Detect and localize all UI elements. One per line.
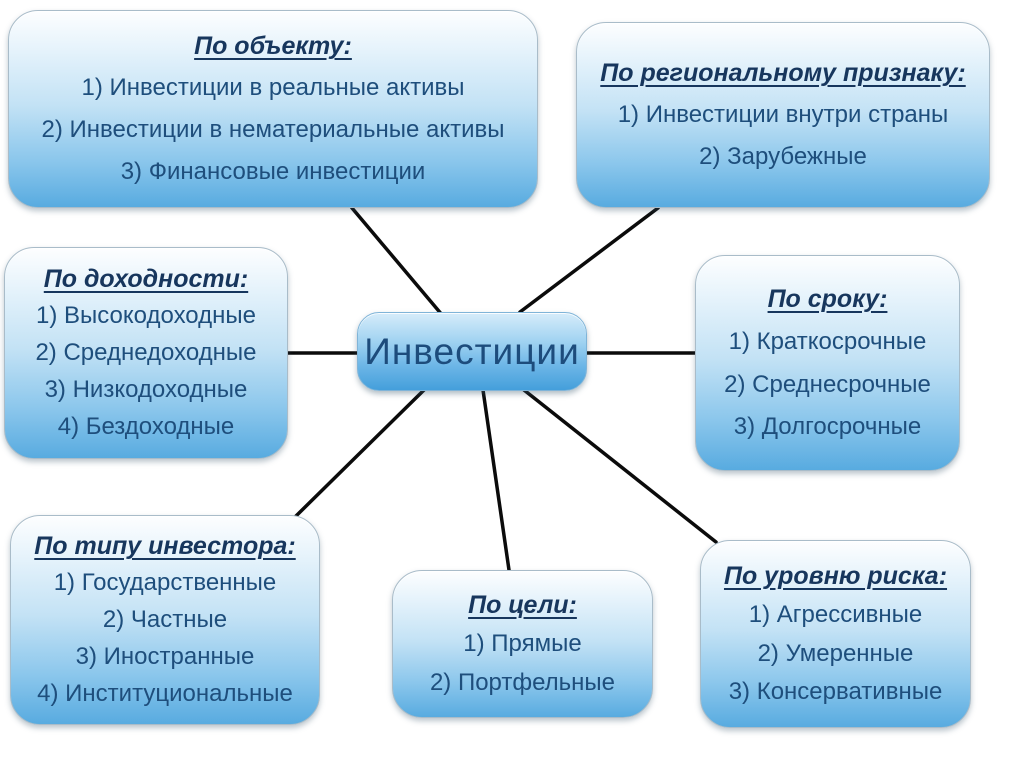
connector-center-to-by-region <box>518 206 660 314</box>
node-item: 1) Государственные <box>53 569 277 597</box>
node-title: По цели: <box>468 591 577 620</box>
node-title: По доходности: <box>43 265 249 294</box>
node-item: 2) Среднесрочные <box>724 370 931 398</box>
node-item: 1) Высокодоходные <box>36 302 256 330</box>
node-title: По объекту: <box>194 32 352 61</box>
node-item: 3) Финансовые инвестиции <box>120 157 426 185</box>
node-by-term: По сроку: 1) Краткосрочные 2) Среднесроч… <box>695 255 960 471</box>
node-by-profitability: По доходности: 1) Высокодоходные 2) Сред… <box>4 247 288 459</box>
node-title: По сроку: <box>767 284 888 313</box>
node-item: 2) Портфельные <box>429 669 616 696</box>
node-item: 1) Агрессивные <box>748 600 923 628</box>
node-item: 4) Институциональные <box>37 679 293 707</box>
node-item: 3) Консервативные <box>728 678 943 706</box>
node-item: 3) Иностранные <box>75 643 255 670</box>
node-by-region: По региональному признаку: 1) Инвестиции… <box>576 22 990 208</box>
node-item: 1) Инвестиции внутри страны <box>617 101 949 129</box>
node-by-investor-type: По типу инвестора: 1) Государственные 2)… <box>10 515 320 725</box>
node-item: 2) Умеренные <box>757 639 914 667</box>
connector-center-to-by-object <box>350 206 445 318</box>
node-item: 3) Низкодоходные <box>44 376 248 403</box>
center-node-label: Инвестиции <box>364 331 580 372</box>
node-center-investments: Инвестиции <box>357 312 587 391</box>
node-by-purpose: По цели: 1) Прямые 2) Портфельные <box>392 570 653 718</box>
node-title: По типу инвестора: <box>34 532 296 561</box>
node-item: 1) Инвестиции в реальные активы <box>81 74 465 102</box>
node-title: По уровню риска: <box>723 561 948 590</box>
node-by-object: По объекту: 1) Инвестиции в реальные акт… <box>8 10 538 208</box>
node-item: 2) Зарубежные <box>699 143 867 170</box>
node-item: 2) Частные <box>102 606 228 634</box>
connector-center-to-by-investor-type <box>294 388 426 518</box>
node-item: 2) Среднедоходные <box>35 339 257 367</box>
connector-center-to-by-risk-level <box>522 388 718 544</box>
connector-center-to-by-purpose <box>481 388 511 572</box>
node-title: По региональному признаку: <box>600 59 966 88</box>
node-item: 2) Инвестиции в нематериальные активы <box>41 116 505 144</box>
node-by-risk-level: По уровню риска: 1) Агрессивные 2) Умере… <box>700 540 971 728</box>
node-item: 1) Краткосрочные <box>728 327 927 355</box>
node-item: 1) Прямые <box>463 630 582 658</box>
node-item: 3) Долгосрочные <box>733 413 922 441</box>
node-item: 4) Бездоходные <box>57 412 235 440</box>
